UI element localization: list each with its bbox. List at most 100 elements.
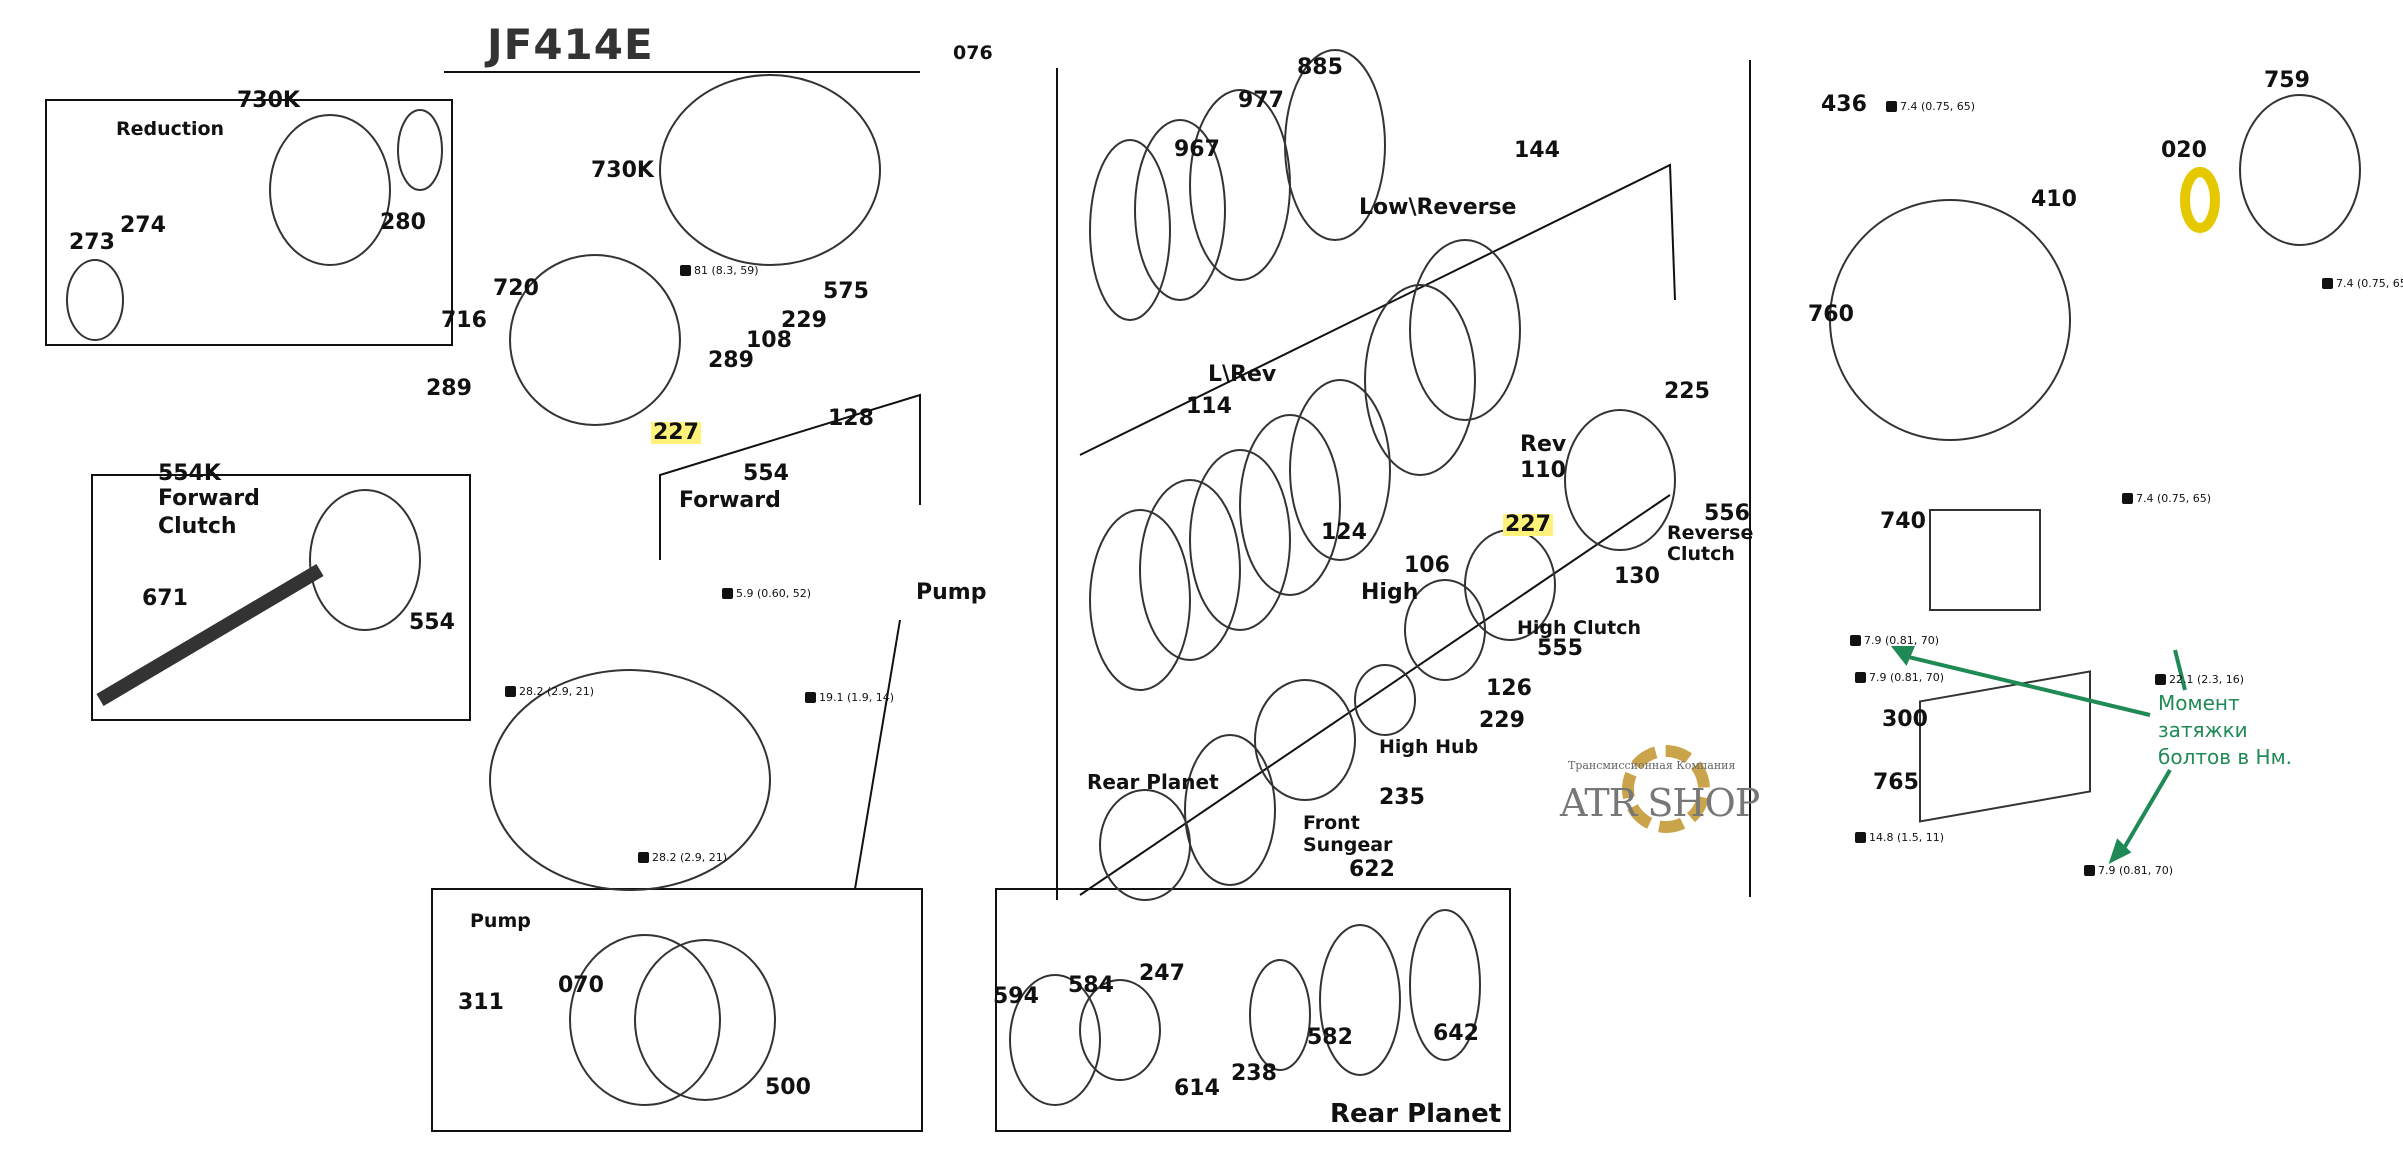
part-label: 106 (1404, 553, 1450, 578)
group-label: Clutch (1667, 543, 1735, 565)
group-label: High Clutch (1517, 617, 1642, 639)
part-label: 622 (1349, 857, 1395, 882)
shaft-part (96, 563, 324, 707)
group-label: Rear Planet (1087, 770, 1219, 794)
torque-value: 28.2 (2.9, 21) (652, 851, 728, 864)
part-label: 740 (1880, 509, 1926, 534)
part-label: 977 (1238, 88, 1284, 113)
forward-clutch-box (91, 474, 471, 721)
torque-value: 7.9 (0.81, 70) (1864, 634, 1940, 647)
part-label: 128 (828, 406, 874, 431)
group-label: Forward (158, 486, 260, 511)
valve-body-part (1929, 509, 2041, 611)
torque-icon (505, 686, 516, 697)
part-label: 144 (1514, 138, 1560, 163)
part-label: 575 (823, 279, 869, 304)
torque-value: 7.4 (0.75, 65) (2136, 492, 2212, 505)
torque-icon (638, 852, 649, 863)
torque-spec: 7.4 (0.75, 65) (1886, 100, 1975, 113)
part-label: 885 (1297, 55, 1343, 80)
part-label: 130 (1614, 564, 1660, 589)
part-label: 410 (2031, 187, 2077, 212)
group-label: Rear Planet (1330, 1099, 1502, 1129)
torque-spec: 19.1 (1.9, 14) (805, 691, 894, 704)
part-label: 110 (1520, 458, 1566, 483)
part-label: 556 (1704, 501, 1750, 526)
ring-part (397, 109, 443, 191)
part-label: 289 (426, 376, 472, 401)
part-label: 274 (120, 213, 166, 238)
gear-part (509, 254, 681, 426)
atr-shop-logo: Трансмиссионная Компания ATR SHOP (1560, 745, 1760, 840)
part-label: 642 (1433, 1021, 1479, 1046)
part-label: 554K (158, 461, 221, 486)
group-label: Pump (470, 910, 531, 932)
torque-icon (1855, 672, 1866, 683)
part-label: 070 (558, 973, 604, 998)
part-label: 229 (781, 308, 827, 333)
part-label: 967 (1174, 137, 1220, 162)
torque-icon (680, 265, 691, 276)
part-label: 126 (1486, 676, 1532, 701)
torque-icon (2155, 674, 2166, 685)
part-label: 555 (1537, 636, 1583, 661)
cover-part (2239, 94, 2361, 246)
part-label: 311 (458, 990, 504, 1015)
rear-planet-box (995, 888, 1511, 1132)
logo-subtitle: Трансмиссионная Компания (1568, 759, 1736, 772)
group-label: Clutch (158, 514, 237, 539)
part-label: 300 (1882, 707, 1928, 732)
group-label: L\Rev (1208, 362, 1277, 387)
part-label: 716 (441, 308, 487, 333)
annotation-line: болтов в Нм. (2158, 745, 2293, 769)
part-label: 759 (2264, 68, 2310, 93)
part-label: 760 (1808, 302, 1854, 327)
part-label: 554 (743, 461, 789, 486)
part-label: 594 (993, 984, 1039, 1009)
torque-value: 5.9 (0.60, 52) (736, 587, 812, 600)
torque-icon (722, 588, 733, 599)
torque-value: 7.4 (0.75, 65) (1900, 100, 1976, 113)
group-label: Reduction (116, 118, 225, 140)
forward-bracket (659, 393, 921, 560)
pump-box (431, 888, 923, 1132)
group-label: High (1361, 580, 1419, 605)
part-label: 584 (1068, 973, 1114, 998)
gear-part (269, 114, 391, 266)
torque-spec: 7.9 (0.81, 70) (2084, 864, 2173, 877)
clutch-drum-part (309, 489, 421, 631)
group-label: Forward (679, 488, 781, 513)
torque-spec: 22.1 (2.3, 16) (2155, 673, 2244, 686)
torque-icon (2084, 865, 2095, 876)
torque-icon (2322, 278, 2333, 289)
part-label: 124 (1321, 520, 1367, 545)
torque-value: 22.1 (2.3, 16) (2169, 673, 2245, 686)
torque-spec: 7.4 (0.75, 65) (2122, 492, 2211, 505)
clutch-plates (1009, 49, 1676, 1106)
part-label: 114 (1186, 394, 1232, 419)
part-label: 235 (1379, 785, 1425, 810)
seal-part (569, 934, 721, 1106)
rings (66, 49, 2361, 1106)
group-label: Rev (1520, 432, 1567, 457)
case-part (1829, 199, 2071, 441)
band-part (2180, 167, 2220, 233)
part-label: 238 (1231, 1061, 1277, 1086)
torque-value: 7.9 (0.81, 70) (1869, 671, 1945, 684)
diagram-title: JF414E (487, 20, 654, 69)
torque-spec: 28.2 (2.9, 21) (505, 685, 594, 698)
torque-value: 7.9 (0.81, 70) (2098, 864, 2174, 877)
group-label: Low\Reverse (1359, 195, 1517, 220)
torque-spec: 14.8 (1.5, 11) (1855, 831, 1944, 844)
group-label: Sungear (1303, 834, 1393, 856)
part-label: 720 (493, 276, 539, 301)
housing-part (659, 74, 881, 266)
torque-spec: 7.4 (0.75, 65) (2322, 277, 2403, 290)
part-label: 225 (1664, 379, 1710, 404)
torque-icon (1886, 101, 1897, 112)
oil-pan-part (1919, 670, 2091, 823)
part-label: 289 (708, 348, 754, 373)
torque-value: 28.2 (2.9, 21) (519, 685, 595, 698)
